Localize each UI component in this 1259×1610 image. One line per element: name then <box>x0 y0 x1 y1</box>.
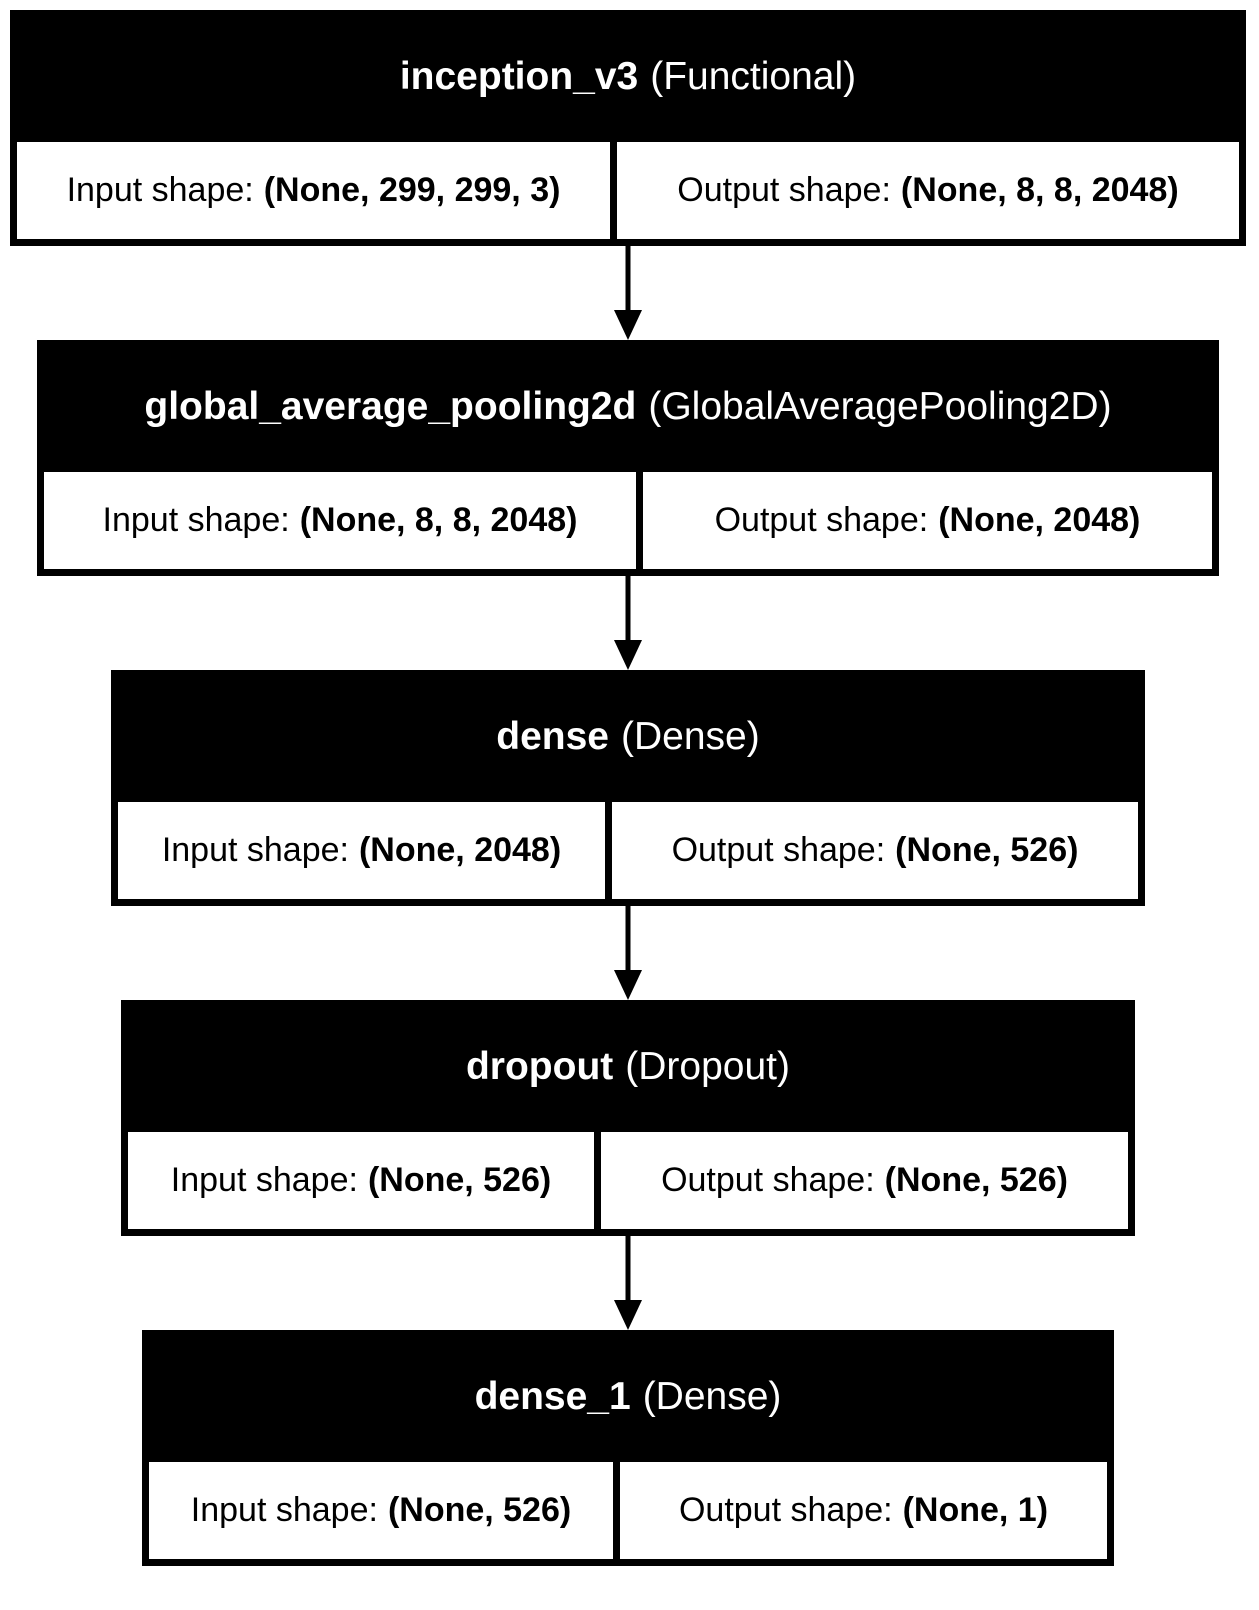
layer-class: (Dense) <box>642 1374 782 1418</box>
layer-shape-row: Input shape: (None, 526) Output shape: (… <box>149 1462 1107 1559</box>
layer-name: inception_v3 <box>399 54 639 98</box>
layer-class: (Functional) <box>650 54 857 98</box>
input-shape-value: (None, 8, 8, 2048) <box>299 501 578 539</box>
layer-class: (Dropout) <box>625 1044 790 1088</box>
input-shape-cell: Input shape: (None, 8, 8, 2048) <box>44 472 636 569</box>
output-shape-cell: Output shape: (None, 2048) <box>643 472 1212 569</box>
edge-arrow-1 <box>614 246 642 340</box>
input-shape-label: Input shape: <box>66 171 254 209</box>
layer-class: (Dense) <box>621 714 760 758</box>
output-shape-value: (None, 526) <box>884 1161 1068 1199</box>
layer-name: dropout <box>465 1044 614 1088</box>
output-shape-label: Output shape: <box>661 1161 875 1199</box>
layer-shape-row: Input shape: (None, 526) Output shape: (… <box>128 1132 1128 1229</box>
layer-header: dense_1 (Dense) <box>149 1337 1107 1456</box>
input-shape-cell: Input shape: (None, 526) <box>149 1462 613 1559</box>
layer-name: dense_1 <box>474 1374 631 1418</box>
output-shape-cell: Output shape: (None, 526) <box>601 1132 1128 1229</box>
output-shape-value: (None, 1) <box>902 1491 1049 1529</box>
input-shape-value: (None, 2048) <box>358 831 562 869</box>
input-shape-label: Input shape: <box>170 1161 358 1199</box>
input-shape-value: (None, 526) <box>387 1491 572 1529</box>
input-shape-cell: Input shape: (None, 526) <box>128 1132 594 1229</box>
input-shape-value: (None, 299, 299, 3) <box>263 171 561 209</box>
layer-header: dropout (Dropout) <box>128 1007 1128 1126</box>
layer-name: global_average_pooling2d <box>144 384 637 428</box>
input-shape-cell: Input shape: (None, 2048) <box>118 802 605 899</box>
output-shape-value: (None, 2048) <box>938 501 1141 539</box>
layer-name: dense <box>496 714 609 758</box>
input-shape-cell: Input shape: (None, 299, 299, 3) <box>17 142 610 239</box>
output-shape-value: (None, 526) <box>895 831 1079 869</box>
layer-shape-row: Input shape: (None, 8, 8, 2048) Output s… <box>44 472 1212 569</box>
output-shape-label: Output shape: <box>671 831 886 869</box>
layer-node-dropout: dropout (Dropout) Input shape: (None, 52… <box>121 1000 1135 1236</box>
edge-arrow-3 <box>614 906 642 1000</box>
layer-header: global_average_pooling2d (GlobalAverageP… <box>44 347 1212 466</box>
layer-class: (GlobalAveragePooling2D) <box>648 384 1112 428</box>
output-shape-label: Output shape: <box>677 171 891 209</box>
output-shape-cell: Output shape: (None, 526) <box>612 802 1138 899</box>
output-shape-cell: Output shape: (None, 8, 8, 2048) <box>617 142 1239 239</box>
input-shape-label: Input shape: <box>161 831 349 869</box>
output-shape-label: Output shape: <box>678 1491 893 1529</box>
output-shape-value: (None, 8, 8, 2048) <box>900 171 1179 209</box>
input-shape-label: Input shape: <box>102 501 290 539</box>
layer-node-dense-1: dense_1 (Dense) Input shape: (None, 526)… <box>142 1330 1114 1566</box>
layer-node-global-average-pooling2d: global_average_pooling2d (GlobalAverageP… <box>37 340 1219 576</box>
layer-header: dense (Dense) <box>118 677 1138 796</box>
edge-arrow-4 <box>614 1236 642 1330</box>
input-shape-value: (None, 526) <box>367 1161 552 1199</box>
edge-arrow-2 <box>614 576 642 670</box>
layer-header: inception_v3 (Functional) <box>17 17 1239 136</box>
layer-node-dense: dense (Dense) Input shape: (None, 2048) … <box>111 670 1145 906</box>
layer-shape-row: Input shape: (None, 299, 299, 3) Output … <box>17 142 1239 239</box>
layer-shape-row: Input shape: (None, 2048) Output shape: … <box>118 802 1138 899</box>
output-shape-cell: Output shape: (None, 1) <box>620 1462 1107 1559</box>
output-shape-label: Output shape: <box>714 501 929 539</box>
layer-node-inception-v3: inception_v3 (Functional) Input shape: (… <box>10 10 1246 246</box>
input-shape-label: Input shape: <box>190 1491 378 1529</box>
